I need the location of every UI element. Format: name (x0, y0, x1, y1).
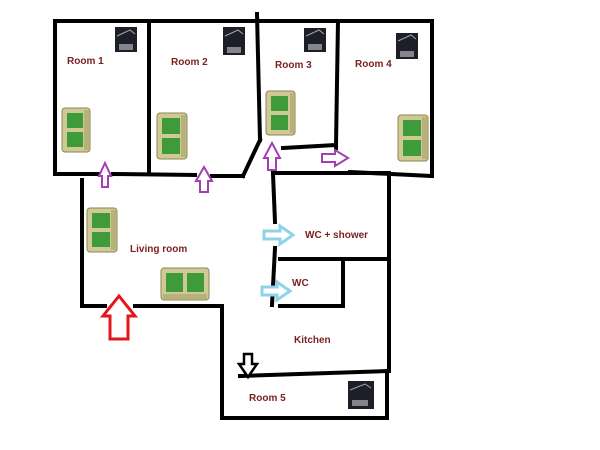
room-2-label: Room 2 (171, 57, 208, 68)
arrow-icon (260, 279, 293, 303)
arrow-icon (236, 352, 260, 380)
sofa-icon (397, 114, 429, 162)
arrow-icon (262, 223, 296, 247)
wc-shower-label: WC + shower (305, 230, 368, 241)
sofa-icon (86, 207, 118, 253)
room-1-label: Room 1 (67, 56, 104, 67)
room-5-label: Room 5 (249, 393, 286, 404)
room-3-label: Room 3 (275, 60, 312, 71)
wc-label: WC (292, 278, 309, 289)
bed-icon (396, 33, 418, 59)
arrow-icon (321, 148, 350, 168)
sofa-icon (265, 90, 296, 136)
room-4-label: Room 4 (355, 59, 392, 70)
sofa-icon (156, 112, 188, 160)
living-room-label: Living room (130, 244, 187, 255)
bed-icon (223, 27, 245, 55)
sofa-icon (61, 107, 91, 153)
arrow-icon (97, 160, 113, 188)
sofa-icon (160, 267, 210, 301)
kitchen-label: Kitchen (294, 335, 331, 346)
bed-icon (348, 381, 374, 409)
bed-icon (304, 28, 326, 52)
entrance-arrow-icon (99, 293, 139, 341)
bed-icon (115, 27, 137, 52)
arrow-icon (262, 140, 282, 171)
arrow-icon (194, 164, 214, 193)
walls (53, 11, 435, 420)
